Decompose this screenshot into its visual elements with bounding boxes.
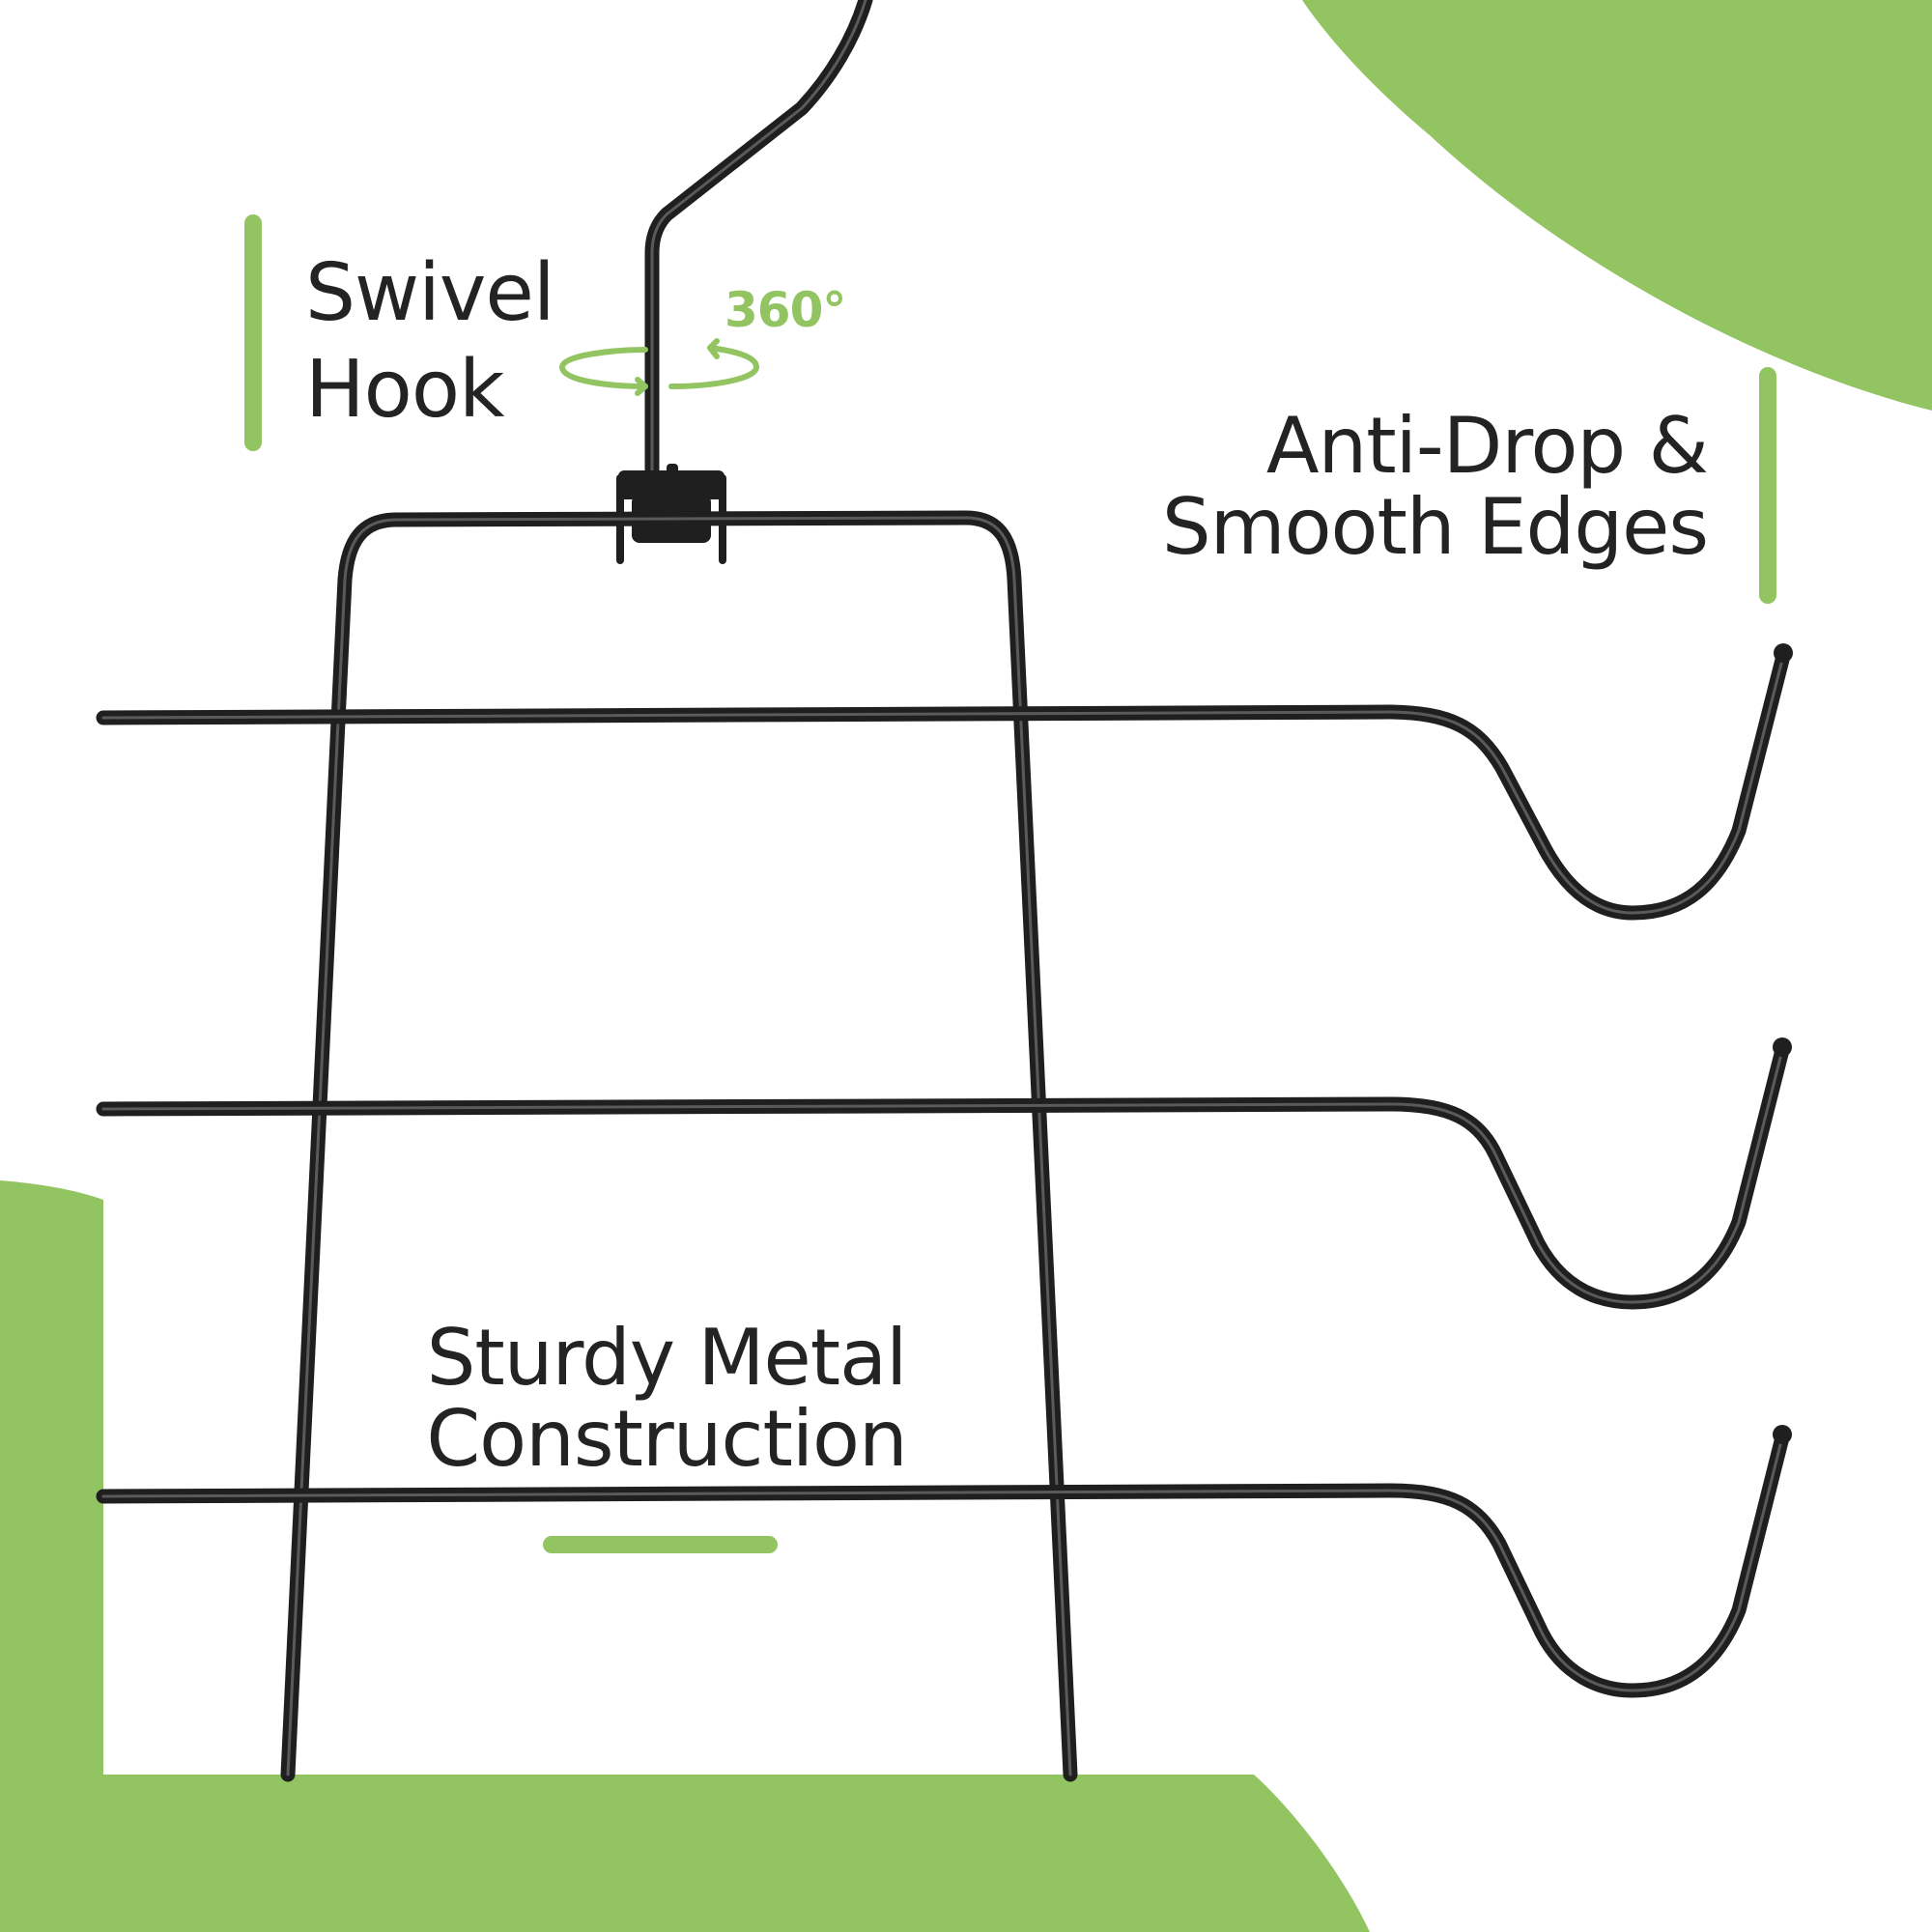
top-right-green-blob — [1302, 0, 1932, 411]
sturdy-label-line-1: Sturdy Metal — [426, 1313, 908, 1403]
hanger-arm-1 — [96, 643, 1793, 921]
swivel-label-line-2: Hook — [305, 344, 504, 436]
rotation-360-icon — [559, 338, 759, 396]
swivel-hook — [644, 0, 873, 486]
antidrop-label-line-2: Smooth Edges — [1161, 482, 1709, 572]
hanger-frame — [280, 510, 1078, 1782]
bottom-left-green-blob — [0, 1180, 1370, 1932]
swivel-accent-bar — [244, 214, 262, 451]
rotation-degrees-label: 360° — [724, 282, 846, 338]
sturdy-accent-bar — [543, 1536, 778, 1553]
sturdy-metal-label: Sturdy Metal Construction — [425, 1318, 908, 1480]
antidrop-accent-bar — [1759, 367, 1776, 604]
anti-drop-label: Anti-Drop & Smooth Edges — [1161, 401, 1709, 572]
antidrop-label-line-1: Anti-Drop & — [1265, 401, 1709, 491]
hanger-arm-3 — [96, 1425, 1792, 1698]
swivel-hook-label: Swivel Hook — [305, 245, 555, 439]
swivel-label-line-1: Swivel — [305, 247, 555, 339]
hanger-arm-2 — [96, 1037, 1792, 1310]
sturdy-label-line-2: Construction — [426, 1394, 907, 1484]
